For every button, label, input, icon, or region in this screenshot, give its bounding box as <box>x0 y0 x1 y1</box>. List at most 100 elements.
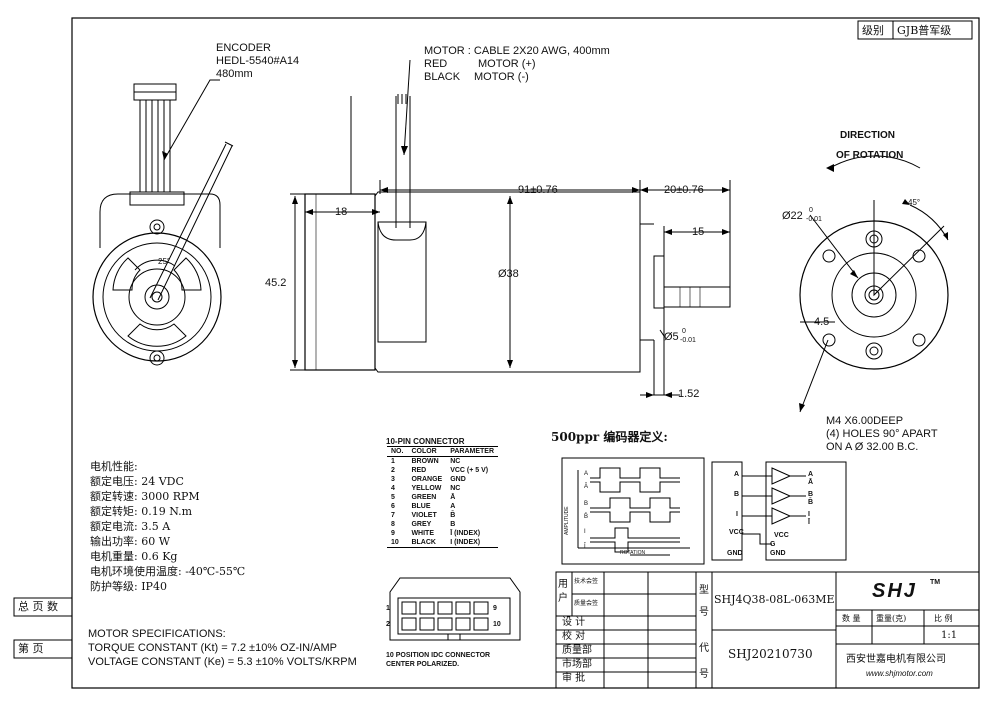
spec-power: 输出功率: 60 W <box>90 535 171 548</box>
pin-no: 3 <box>391 476 395 483</box>
tb-model-label: 型号 <box>699 585 709 618</box>
circuit-out-i: I <box>808 511 810 518</box>
shj-logo: SHJ <box>872 580 917 602</box>
spec-temperature: 电机环境使用温度: -40℃-55℃ <box>90 565 246 578</box>
tb-market: 市场部 <box>562 659 592 670</box>
circuit-out-i-bar: Ī <box>808 519 810 526</box>
spec-voltage-constant: VOLTAGE CONSTANT (Ke) = 5.3 ±10% VOLTS/K… <box>88 656 357 668</box>
dim-45-2: 45.2 <box>265 277 287 289</box>
pin-no: 4 <box>391 485 395 492</box>
dim-5-tol-up: 0 <box>682 328 686 335</box>
motor-side-view <box>290 59 731 396</box>
circuit-out-a: A <box>808 471 814 478</box>
dim-22: Ø22 <box>782 210 803 222</box>
pin-param: VCC (+ 5 V) <box>450 467 489 474</box>
grade-value: GJB普军级 <box>897 24 952 37</box>
pin-color: BLACK <box>407 538 447 548</box>
dim-22-tol-up: 0 <box>809 207 813 214</box>
idc-note-1: 10 POSITION IDC CONNECTOR <box>386 652 491 659</box>
wave-b: B <box>584 501 589 507</box>
encoder-model: HEDL-5540#A14 <box>216 55 300 67</box>
encoder-def-title: 500ppr 编码器定义: <box>551 430 668 444</box>
spec-speed: 额定转速: 3000 RPM <box>90 490 200 503</box>
total-pages-label: 总 页 数 <box>18 600 58 613</box>
pin-param: I (INDEX) <box>446 538 499 548</box>
dim-5: Ø5 <box>664 331 679 343</box>
circuit-in-a: A <box>734 471 740 478</box>
black-wire-value: MOTOR (-) <box>474 71 529 83</box>
pin-param: B <box>450 521 456 528</box>
tm-mark: TM <box>930 579 941 586</box>
circuit-in-i: I <box>736 511 738 518</box>
tb-design: 设 计 <box>562 617 586 628</box>
tb-website: www.shjmotor.com <box>866 669 933 678</box>
specs-en-title: MOTOR SPECIFICATIONS: <box>88 628 226 640</box>
pin-color: WHITE <box>411 530 435 537</box>
circuit-vcc-right: VCC <box>774 532 789 539</box>
wave-a: A <box>584 471 589 477</box>
tb-quality: 质量部 <box>562 645 592 656</box>
tb-check: 校 对 <box>562 631 586 642</box>
pin-param: B̄ <box>450 512 456 519</box>
pin-color: YELLOW <box>411 485 442 492</box>
tb-code-label: 代号 <box>699 643 709 680</box>
pin-color: BROWN <box>411 458 439 465</box>
idc-note-2: CENTER POLARIZED. <box>386 661 460 668</box>
tb-company: 西安世嘉电机有限公司 <box>846 654 946 665</box>
idc-pin-1: 1 <box>386 605 390 612</box>
rotation-label: OF ROTATION <box>836 150 904 161</box>
tb-ratio-label: 比 例 <box>934 614 953 623</box>
encoder-label: ENCODER <box>216 42 272 54</box>
pin-col-color: COLOR <box>407 446 447 457</box>
pin-col-no: NO. <box>387 446 408 457</box>
pin-no: 8 <box>391 521 395 528</box>
pin-param: Ī (INDEX) <box>450 530 481 537</box>
dim-25-deg: 25° <box>158 257 171 266</box>
spec-voltage: 额定电压: 24 VDC <box>90 475 184 488</box>
circuit-out-a-bar: Ā <box>808 479 814 486</box>
title-block-grid <box>555 571 980 689</box>
pin-param: Ā <box>450 494 456 501</box>
pin-no: 9 <box>391 530 395 537</box>
tb-user: 用户 <box>558 579 568 604</box>
black-wire-label: BLACK <box>424 71 461 83</box>
pin-col-param: PARAMETER <box>446 446 499 457</box>
wave-i: I <box>584 529 586 535</box>
rotation-axis-label: ROTATION <box>620 550 646 556</box>
spec-current: 额定电流: 3.5 A <box>90 520 171 533</box>
pin-no: 1 <box>391 458 395 465</box>
circuit-gnd-right: GND <box>770 550 786 557</box>
idc-pin-9: 9 <box>493 605 497 612</box>
spec-torque: 额定转矩: 0.19 N.m <box>90 505 193 518</box>
pin-param: NC <box>450 485 461 492</box>
tb-model: SHJ4Q38-08L-063ME <box>714 593 835 606</box>
specs-cn-title: 电机性能: <box>90 460 138 473</box>
idc-pin-10: 10 <box>493 621 501 628</box>
motor-cable-label: MOTOR : CABLE 2X20 AWG, 400mm <box>424 45 610 57</box>
pin-color: ORANGE <box>411 476 443 483</box>
holes-note-3: ON A Ø 32.00 B.C. <box>826 441 919 453</box>
pin-table-header: NO. COLOR PARAMETER <box>387 446 499 457</box>
table-row: 9 WHITE Ī (INDEX) <box>387 529 498 538</box>
table-row: 4 YELLOW NC <box>387 484 498 493</box>
dim-45-deg: 45° <box>908 198 921 207</box>
tb-approve: 审 批 <box>562 673 586 684</box>
dim-91: 91±0.76 <box>518 184 558 196</box>
dim-20: 20±0.76 <box>664 184 704 196</box>
encoder-length: 480mm <box>216 68 253 80</box>
circuit-out-b: B <box>808 491 814 498</box>
pin-no: 6 <box>391 503 395 510</box>
connector-title: 10-PIN CONNECTOR <box>386 437 465 446</box>
tb-qty: 数 量 <box>842 614 861 623</box>
idc-pin-2: 2 <box>386 621 390 628</box>
spec-protection: 防护等级: IP40 <box>90 580 167 593</box>
tb-ratio: 1:1 <box>941 630 958 641</box>
